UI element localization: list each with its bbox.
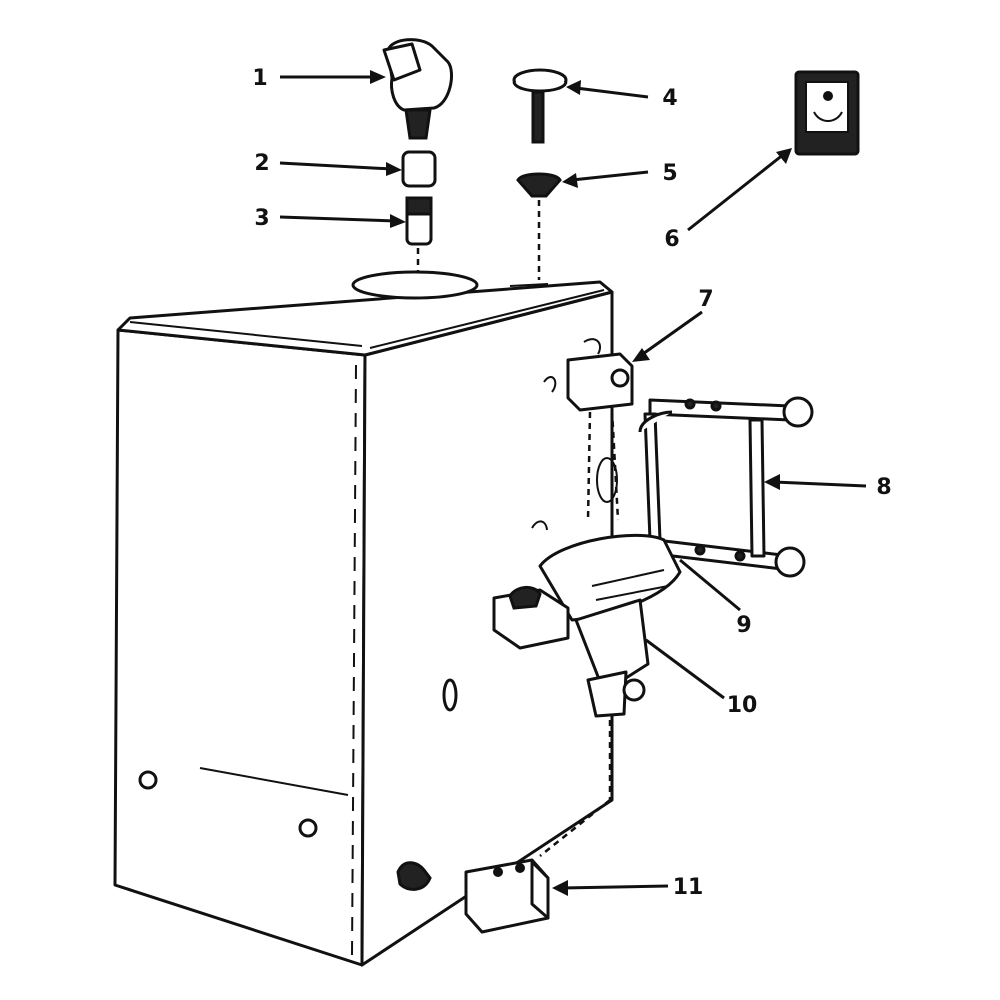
- cabinet-top-trim: [129, 321, 363, 347]
- part-11-electrical-box: [464, 858, 550, 934]
- callout-6: 6: [664, 227, 679, 252]
- side-hole: [442, 678, 458, 712]
- callout-11: 11: [673, 875, 704, 900]
- flue-opening: [351, 270, 479, 300]
- side-hook-mark: [531, 520, 548, 531]
- callout-9: 9: [736, 613, 751, 638]
- callout-4: 4: [662, 86, 677, 111]
- part-7-control: [543, 352, 634, 521]
- cabinet-front-face: [113, 328, 367, 967]
- part-10-burner: [538, 533, 682, 857]
- callout-7: 7: [698, 287, 713, 312]
- callout-10: 10: [727, 693, 758, 718]
- callout-5: 5: [662, 161, 677, 186]
- callout-2: 2: [254, 151, 269, 176]
- part-8-gas-manifold: [638, 396, 814, 578]
- front-hole-right: [298, 818, 318, 838]
- cabinet-top-trim-side: [369, 289, 605, 349]
- callout-labels: 1 2 3 4 5 6 7 8 9 10 11: [252, 66, 891, 900]
- part-5-well: [516, 172, 562, 198]
- part-6-control-plate: [794, 70, 860, 156]
- gauge-port: [509, 283, 549, 287]
- side-hook-mark-top: [583, 338, 602, 355]
- front-panel-line: [199, 767, 349, 796]
- callout-8: 8: [876, 475, 891, 500]
- part-1-relief-valve: [382, 38, 453, 140]
- boiler-cabinet: [113, 270, 614, 967]
- front-hole-left: [138, 770, 158, 790]
- drain-valve: [396, 861, 432, 891]
- part-4-gauge: [512, 68, 568, 144]
- cabinet-top-face: [116, 280, 614, 357]
- part-3-nipple: [405, 196, 433, 246]
- burner-motor: [492, 586, 570, 650]
- callout-3: 3: [254, 206, 269, 231]
- part-2-coupling: [401, 150, 437, 188]
- cabinet-corner-seam: [351, 364, 357, 956]
- callout-1: 1: [252, 66, 267, 91]
- leader-lines: [279, 70, 867, 896]
